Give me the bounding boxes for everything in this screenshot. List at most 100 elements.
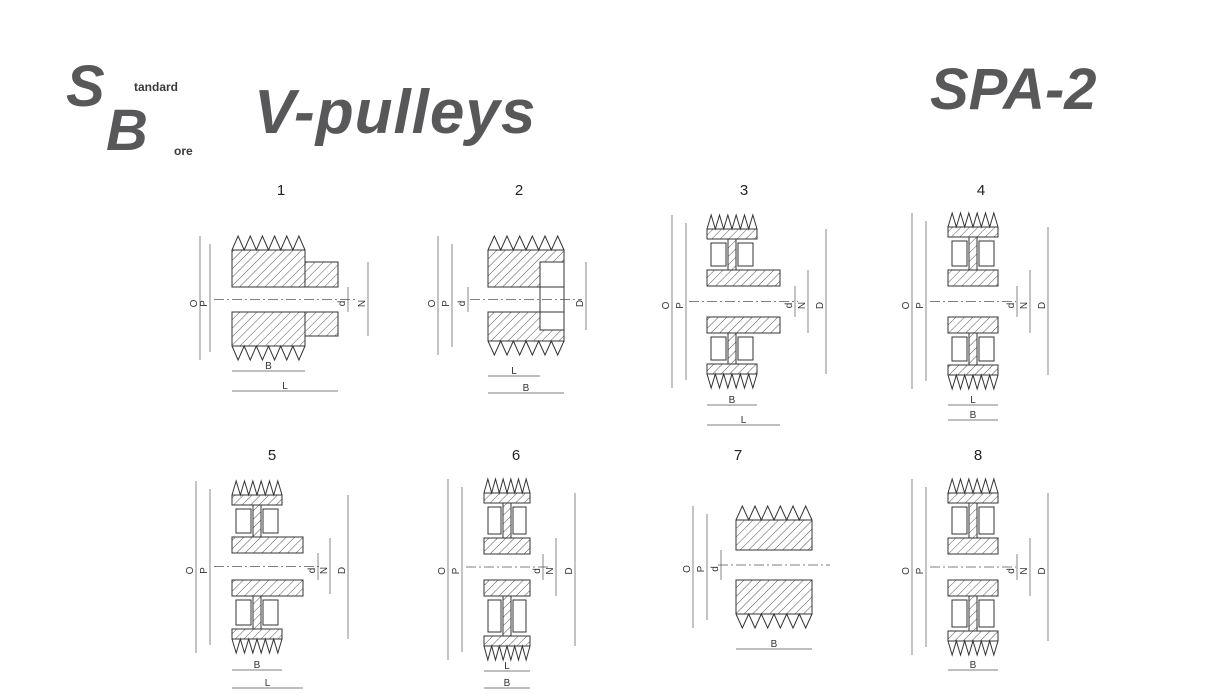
figure-number: 1	[277, 182, 285, 199]
dimension-label-n: N	[357, 300, 368, 307]
dimension-label-b: B	[970, 660, 977, 671]
spoke-window	[978, 599, 995, 628]
groove-top	[487, 234, 565, 252]
dimension-label-d: d	[337, 301, 348, 307]
web-upper	[727, 238, 737, 271]
hub-upper	[231, 536, 304, 554]
dimension-label-l: L	[511, 366, 517, 377]
spoke-window	[487, 506, 502, 535]
rim-lower	[947, 630, 999, 642]
logo-word-tandard: tandard	[134, 80, 179, 94]
dimension-label-b: B	[265, 361, 272, 372]
spoke-window	[512, 506, 527, 535]
hub-upper	[947, 537, 999, 555]
spoke-window	[951, 240, 968, 267]
groove-bottom	[947, 373, 999, 391]
dimension-label-d: D	[575, 300, 586, 307]
dimension-label-o: O	[189, 299, 200, 307]
dimension-label-p: P	[915, 302, 926, 309]
dimension-label-b: B	[254, 660, 261, 671]
hub-upper	[706, 269, 781, 287]
hub-lower	[231, 579, 304, 597]
web-lower	[968, 595, 978, 632]
web-lower	[502, 595, 512, 637]
dimension-label-n: N	[545, 567, 556, 574]
dimension-label-d: d	[532, 568, 543, 574]
dimension-label-d: D	[815, 302, 826, 309]
body-upper	[231, 249, 306, 288]
rim-lower	[231, 628, 283, 640]
spoke-window	[262, 508, 279, 534]
spoke-window	[951, 599, 968, 628]
groove-top	[735, 504, 813, 522]
dimension-label-d: d	[307, 568, 318, 574]
web-upper	[968, 236, 978, 271]
figure-number: 2	[515, 182, 523, 199]
logo-letter-s: S	[66, 54, 105, 119]
rim-upper	[706, 228, 758, 240]
spoke-window	[978, 506, 995, 535]
groove-top	[706, 213, 758, 231]
dimension-label-l: L	[970, 395, 976, 406]
dimension-label-n: N	[1019, 302, 1030, 309]
hub-lower	[706, 316, 781, 334]
dimension-label-l: L	[282, 381, 288, 392]
dimension-label-p: P	[199, 567, 210, 574]
groove-bottom	[735, 612, 813, 630]
spoke-window	[235, 599, 252, 626]
dimension-label-o: O	[901, 567, 912, 575]
groove-top	[483, 477, 531, 495]
hub-recess	[539, 261, 565, 331]
groove-bottom	[947, 639, 999, 657]
hub-lower	[947, 579, 999, 597]
hub-upper	[947, 269, 999, 287]
dimension-label-d: d	[457, 301, 468, 307]
figure-number: 4	[977, 182, 985, 199]
rim-upper	[231, 494, 283, 506]
dimension-label-b: B	[523, 383, 530, 394]
spoke-window	[235, 508, 252, 534]
spoke-window	[978, 336, 995, 362]
groove-bottom	[231, 637, 283, 655]
figure-number: 7	[734, 447, 742, 464]
dimension-label-o: O	[661, 301, 672, 309]
rim-lower	[947, 364, 999, 376]
dimension-label-p: P	[199, 300, 210, 307]
figure-number: 6	[512, 447, 520, 464]
dimension-label-l: L	[265, 678, 271, 689]
groove-top	[947, 211, 999, 229]
web-lower	[968, 332, 978, 366]
dimension-label-b: B	[729, 395, 736, 406]
dimension-label-d: d	[710, 566, 721, 572]
rim-upper	[947, 492, 999, 504]
logo-letter-b: B	[106, 98, 148, 163]
spoke-window	[737, 242, 754, 267]
dimension-label-o: O	[682, 565, 693, 573]
body-lower	[231, 311, 306, 347]
web-lower	[727, 332, 737, 365]
dimension-label-d: d	[1006, 303, 1017, 309]
logo-word-ore: ore	[174, 144, 193, 158]
groove-top	[231, 479, 283, 497]
spoke-window	[951, 506, 968, 535]
hub-lower	[304, 311, 339, 337]
dimension-label-o: O	[427, 299, 438, 307]
spoke-window	[737, 336, 754, 361]
dimension-label-o: O	[437, 567, 448, 575]
spoke-window	[487, 599, 502, 633]
dimension-label-n: N	[319, 567, 330, 574]
dimension-label-b: B	[771, 639, 778, 650]
dimension-label-d: D	[1037, 302, 1048, 309]
product-code: SPA-2	[930, 57, 1097, 122]
dimension-label-b: B	[970, 410, 977, 421]
dimension-label-d: D	[1037, 567, 1048, 574]
figure-number: 5	[268, 447, 276, 464]
spoke-window	[951, 336, 968, 362]
